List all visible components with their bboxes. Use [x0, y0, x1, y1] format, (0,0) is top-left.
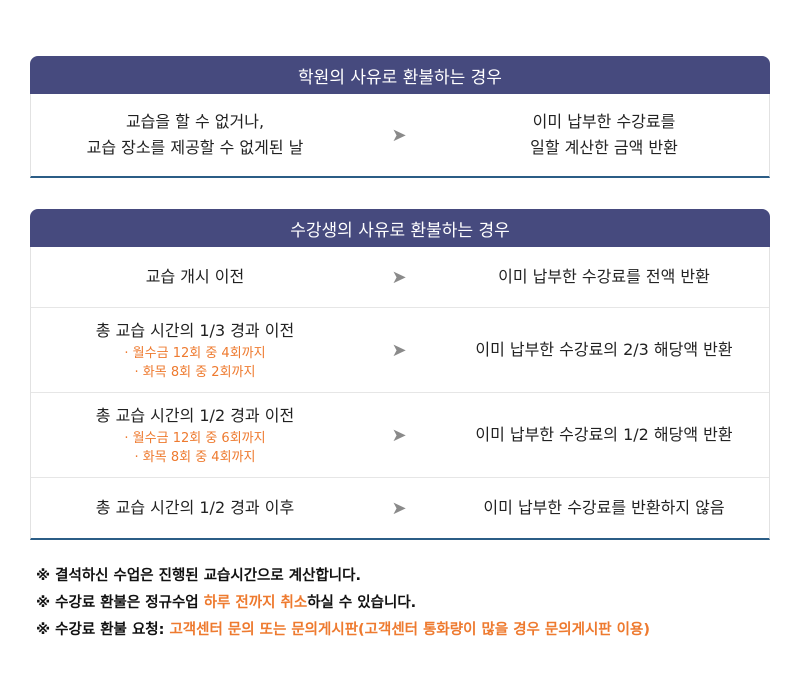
- arrow-right-icon: ➤: [391, 339, 407, 361]
- table-row: 총 교습 시간의 1/3 경과 이전 · 월수금 12회 중 4회까지 · 화목…: [31, 307, 769, 392]
- note-highlight: 고객센터 문의 또는 문의게시판(고객센터 통화량이 많을 경우 문의게시판 이…: [169, 622, 650, 638]
- condition-detail: · 화목 8회 중 4회까지: [134, 450, 256, 465]
- note-highlight: 하루 전까지 취소: [203, 595, 308, 611]
- table-row: 총 교습 시간의 1/2 경과 이전 · 월수금 12회 중 6회까지 · 화목…: [31, 392, 769, 477]
- note-absence: ※ 결석하신 수업은 진행된 교습시간으로 계산합니다.: [36, 568, 361, 584]
- section-header: 학원의 사유로 환불하는 경우: [30, 56, 770, 94]
- condition-cell: 총 교습 시간의 1/2 경과 이후: [95, 498, 295, 517]
- refund-cell: 이미 납부한 수강료를 반환하지 않음: [483, 498, 725, 517]
- refund-line: 일할 계산한 금액 반환: [530, 138, 678, 157]
- condition-cell: 교습 개시 이전: [145, 267, 245, 286]
- refund-cell: 이미 납부한 수강료의 2/3 해당액 반환: [475, 340, 733, 359]
- condition-line: 총 교습 시간의 1/3 경과 이전: [95, 321, 295, 340]
- section-title: 학원의 사유로 환불하는 경우: [298, 67, 502, 88]
- note-text: 하실 수 있습니다.: [307, 595, 417, 611]
- note-cancel-deadline: ※ 수강료 환불은 정규수업 하루 전까지 취소하실 수 있습니다.: [36, 590, 650, 617]
- condition-line: 교습을 할 수 없거나,: [125, 112, 265, 131]
- section-body: 교습을 할 수 없거나, 교습 장소를 제공할 수 없게된 날 ➤ 이미 납부한…: [30, 94, 770, 178]
- school-refund-section: 학원의 사유로 환불하는 경우 교습을 할 수 없거나, 교습 장소를 제공할 …: [30, 56, 770, 178]
- condition-cell: 총 교습 시간의 1/3 경과 이전 · 월수금 12회 중 4회까지 · 화목…: [31, 318, 359, 382]
- condition-cell: 교습을 할 수 없거나, 교습 장소를 제공할 수 없게된 날: [31, 109, 359, 161]
- note-refund-request: ※ 수강료 환불 요청: 고객센터 문의 또는 문의게시판(고객센터 통화량이 …: [36, 617, 650, 644]
- arrow-right-icon: ➤: [391, 266, 407, 288]
- condition-line: 교습 장소를 제공할 수 없게된 날: [86, 138, 304, 157]
- arrow-right-icon: ➤: [391, 124, 407, 146]
- note-text: ※ 수강료 환불은 정규수업: [36, 595, 204, 611]
- arrow-right-icon: ➤: [391, 424, 407, 446]
- table-row: 교습을 할 수 없거나, 교습 장소를 제공할 수 없게된 날 ➤ 이미 납부한…: [31, 94, 769, 176]
- condition-detail: · 월수금 12회 중 4회까지: [124, 346, 266, 361]
- condition-line: 총 교습 시간의 1/2 경과 이전: [95, 406, 295, 425]
- section-title: 수강생의 사유로 환불하는 경우: [290, 220, 510, 241]
- notes-block: ※ 결석하신 수업은 진행된 교습시간으로 계산합니다. ※ 수강료 환불은 정…: [36, 563, 650, 644]
- refund-cell: 이미 납부한 수강료를 전액 반환: [498, 267, 710, 286]
- table-row: 총 교습 시간의 1/2 경과 이후 ➤ 이미 납부한 수강료를 반환하지 않음: [31, 477, 769, 538]
- condition-cell: 총 교습 시간의 1/2 경과 이전 · 월수금 12회 중 6회까지 · 화목…: [31, 403, 359, 467]
- student-refund-section: 수강생의 사유로 환불하는 경우 교습 개시 이전 ➤ 이미 납부한 수강료를 …: [30, 209, 770, 540]
- section-header: 수강생의 사유로 환불하는 경우: [30, 209, 770, 247]
- table-row: 교습 개시 이전 ➤ 이미 납부한 수강료를 전액 반환: [31, 247, 769, 307]
- note-text: ※ 수강료 환불 요청:: [36, 622, 170, 638]
- arrow-right-icon: ➤: [391, 497, 407, 519]
- refund-cell: 이미 납부한 수강료의 1/2 해당액 반환: [475, 425, 733, 444]
- condition-detail: · 화목 8회 중 2회까지: [134, 365, 256, 380]
- section-body: 교습 개시 이전 ➤ 이미 납부한 수강료를 전액 반환 총 교습 시간의 1/…: [30, 247, 770, 540]
- condition-detail: · 월수금 12회 중 6회까지: [124, 431, 266, 446]
- refund-cell: 이미 납부한 수강료를 일할 계산한 금액 반환: [439, 109, 769, 161]
- refund-line: 이미 납부한 수강료를: [532, 112, 676, 131]
